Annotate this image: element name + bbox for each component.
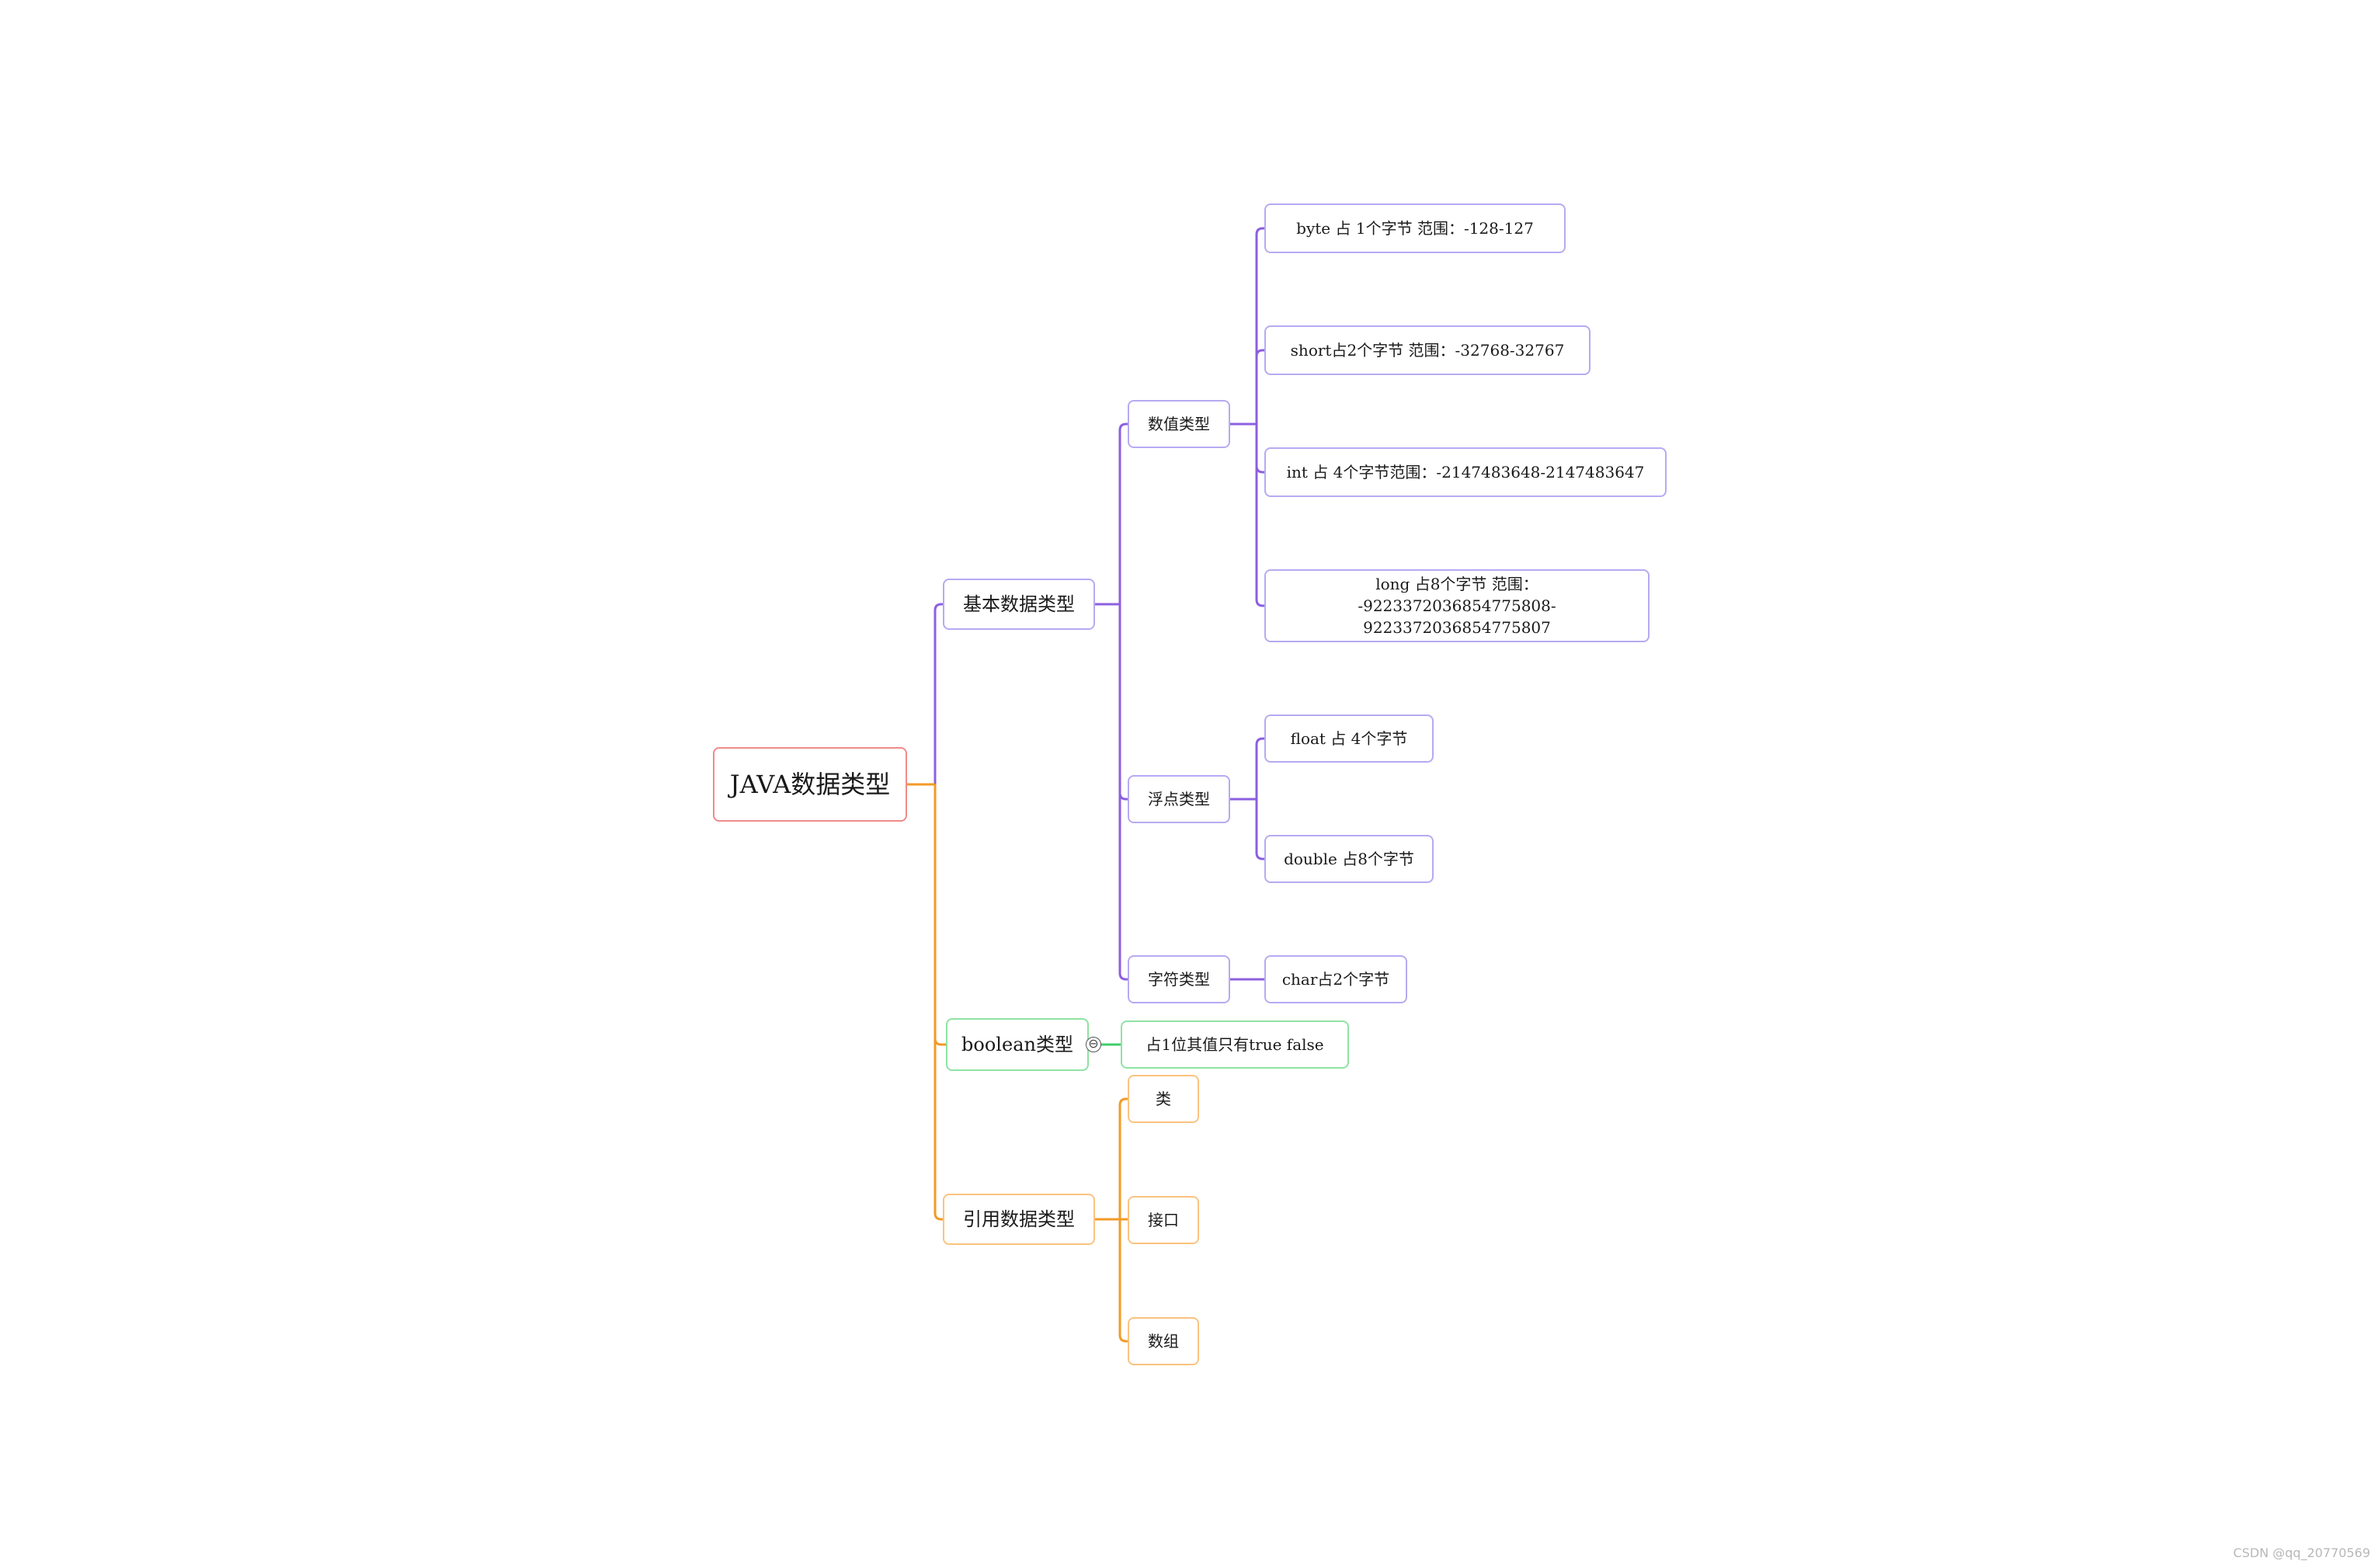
link-root-other-branch-0 <box>933 784 946 1046</box>
node-char-types[interactable]: 字符类型 <box>1128 955 1230 1003</box>
node-class[interactable]: 类 <box>1128 1075 1199 1123</box>
node-float[interactable]: float 占 4个字节 <box>1264 714 1434 763</box>
node-short[interactable]: short占2个字节 范围：-32768-32767 <box>1264 325 1591 375</box>
node-array[interactable]: 数组 <box>1128 1317 1199 1365</box>
link-root-other-branch-1 <box>933 784 943 1221</box>
link-numeric-branch-1 <box>1255 349 1264 424</box>
node-numeric-types[interactable]: 数值类型 <box>1128 400 1230 448</box>
node-long-line1: long 占8个字节 范围： <box>1375 575 1538 593</box>
node-boolean-type[interactable]: boolean类型 <box>946 1018 1089 1071</box>
link-root-primitive-branch-0 <box>933 603 943 784</box>
link-reference-branch-2 <box>1118 1219 1128 1343</box>
link-float-branch-1 <box>1255 799 1264 860</box>
link-reference-branch-0 <box>1118 1097 1128 1219</box>
link-numeric-branch-0 <box>1255 227 1264 424</box>
node-reference-types[interactable]: 引用数据类型 <box>943 1194 1095 1245</box>
node-char[interactable]: char占2个字节 <box>1264 955 1407 1003</box>
node-int[interactable]: int 占 4个字节范围：-2147483648-2147483647 <box>1264 447 1667 497</box>
node-primitive-types[interactable]: 基本数据类型 <box>943 579 1095 630</box>
node-long-line2: -9223372036854775808-9223372036854775807 <box>1358 596 1556 637</box>
node-boolean-detail[interactable]: 占1位其值只有true false <box>1121 1020 1349 1069</box>
collapse-toggle-icon[interactable]: ⊖ <box>1086 1037 1101 1052</box>
node-float-types[interactable]: 浮点类型 <box>1128 775 1230 823</box>
node-double[interactable]: double 占8个字节 <box>1264 835 1434 883</box>
link-primitive-branch-0 <box>1118 422 1128 604</box>
root-node[interactable]: JAVA数据类型 <box>713 747 907 822</box>
watermark: CSDN @qq_20770569 <box>2233 1545 2370 1560</box>
node-interface[interactable]: 接口 <box>1128 1196 1199 1244</box>
link-float-branch-0 <box>1255 737 1264 799</box>
link-numeric-branch-3 <box>1255 424 1264 607</box>
link-primitive-branch-2 <box>1118 604 1128 981</box>
node-byte[interactable]: byte 占 1个字节 范围：-128-127 <box>1264 203 1566 253</box>
node-long[interactable]: long 占8个字节 范围： -9223372036854775808-9223… <box>1264 569 1650 642</box>
